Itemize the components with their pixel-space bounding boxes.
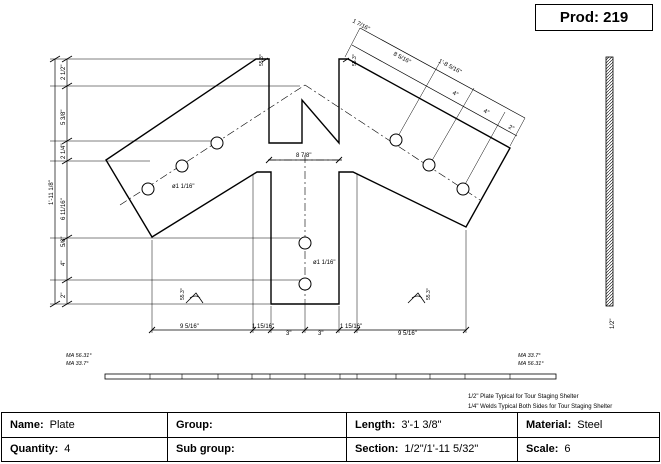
dim-5-3-8: 5 3/8" — [61, 110, 67, 125]
name-label: Name: — [10, 419, 44, 431]
hole — [456, 182, 470, 196]
length-cell: Length: 3'-1 3/8" — [347, 413, 517, 437]
hole — [298, 236, 312, 250]
angle-lower-left: 55.3° — [180, 288, 186, 300]
hole — [141, 182, 155, 196]
section-cell: Section: 1/2"/1'-11 5/32" — [347, 437, 517, 461]
group-label: Group: — [176, 419, 213, 431]
dim-2: 2" — [507, 124, 515, 132]
subgroup-cell: Sub group: — [168, 437, 346, 461]
title-block-row-1: Name: Plate Group: Length: 3'-1 3/8" Mat… — [2, 413, 659, 438]
plate-side-view — [605, 56, 614, 307]
note-plate: 1/2" Plate Typical for Tour Staging Shel… — [468, 394, 579, 400]
prod-label: Prod: — [559, 9, 599, 26]
dim-2-1-4: 2 1/4" — [61, 144, 67, 159]
dim-3-left: 3" — [286, 331, 291, 337]
dim-1-15-16-right: 1 15/16" — [340, 324, 362, 330]
dim-2-left: 2" — [61, 293, 67, 298]
angle-upper-right: 55.3° — [352, 54, 358, 66]
ma-left-line1: MA 56.31° — [66, 353, 92, 359]
section-value: 1/2"/1'-11 5/32" — [404, 443, 479, 455]
hole — [298, 277, 312, 291]
dim-1-15-16-left: 1 15/16" — [252, 324, 274, 330]
dim-3-right: 3" — [318, 331, 323, 337]
hole — [210, 136, 224, 150]
note-welds: 1/4" Welds Typical Both Sides for Tour S… — [468, 404, 612, 410]
name-cell: Name: Plate — [2, 413, 167, 437]
dim-8-5-16: 8 5/16" — [392, 51, 411, 65]
dim-2-1-2: 2 1/2" — [61, 65, 67, 80]
center-lines — [119, 84, 481, 300]
scale-label: Scale: — [526, 443, 559, 455]
ma-right-line1: MA 33.7° — [518, 353, 541, 359]
section-label: Section: — [355, 443, 399, 455]
dim-9-5-16-right: 9 5/16" — [398, 331, 417, 337]
title-block-row-2: Quantity: 4 Sub group: Section: 1/2"/1'-… — [2, 437, 659, 461]
angle-marks — [185, 57, 426, 304]
shop-drawing: 2 1/2" 5 3/8" 2 1/4" 6 11/16" 5/8" 4" 2"… — [49, 18, 616, 410]
dim-9-5-16-left: 9 5/16" — [180, 324, 199, 330]
prod-number-box: Prod: 219 — [535, 4, 653, 31]
quantity-value: 4 — [64, 443, 71, 455]
hole-callout-upper: ø1 1/16" — [172, 184, 194, 190]
title-block: Name: Plate Group: Length: 3'-1 3/8" Mat… — [1, 412, 660, 462]
bolt-holes — [141, 133, 470, 291]
angle-lower-right: 55.3° — [426, 288, 432, 300]
subgroup-label: Sub group: — [176, 443, 235, 455]
dim-overall-height: 1'-11 1/8" — [49, 180, 55, 205]
hole — [389, 133, 403, 147]
hole-callout-lower: ø1 1/16" — [313, 260, 335, 266]
length-value: 3'-1 3/8" — [401, 419, 442, 431]
dim-4-left: 4" — [61, 261, 67, 266]
plate-outline — [105, 58, 511, 305]
extension-lines — [50, 27, 526, 333]
scale-cell: Scale: 6 — [518, 437, 658, 461]
hole — [175, 159, 189, 173]
scale-value: 6 — [564, 443, 571, 455]
group-cell: Group: — [168, 413, 346, 437]
dim-1-7-16: 1 7/16" — [351, 18, 370, 32]
dim-5-8: 5/8" — [61, 237, 67, 247]
angle-upper-left: 55.3° — [259, 54, 265, 66]
ma-right-line2: MA 56.31° — [518, 361, 544, 367]
material-value: Steel — [577, 419, 603, 431]
prod-value: 219 — [603, 9, 629, 26]
dim-1-8-5-16: 1'-8 5/16" — [437, 58, 462, 75]
dim-6-11-16: 6 11/16" — [61, 198, 67, 220]
quantity-label: Quantity: — [10, 443, 59, 455]
material-cell: Material: Steel — [518, 413, 658, 437]
name-value: Plate — [49, 419, 75, 431]
dimension-ticks — [49, 55, 470, 334]
material-label: Material: — [526, 419, 572, 431]
quantity-cell: Quantity: 4 — [2, 437, 167, 461]
dim-4b: 4" — [482, 108, 490, 116]
dim-8-7-8: 8 7/8" — [296, 153, 311, 159]
ma-left-line2: MA 33.7° — [66, 361, 89, 367]
length-label: Length: — [355, 419, 396, 431]
dim-4a: 4" — [451, 90, 459, 98]
dim-half-thickness: 1/2" — [610, 319, 616, 329]
plate-edge-view — [104, 373, 557, 380]
dimension-lines — [54, 27, 526, 331]
hole — [422, 158, 436, 172]
